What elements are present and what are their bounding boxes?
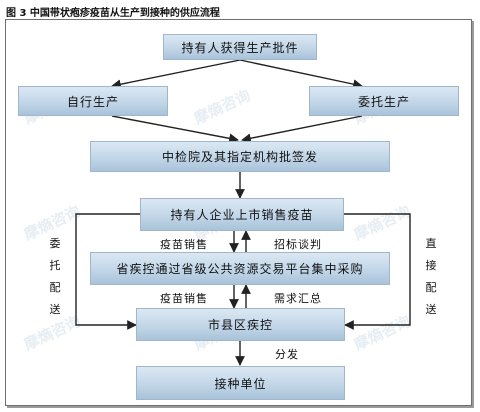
- arrow-commissioned-delivery: [75, 213, 140, 330]
- arrow-commissioned-to-inspection: [241, 115, 363, 144]
- edge-label-sales-2: 疫苗销售: [160, 292, 208, 305]
- self-production-box: 自行生产: [18, 86, 168, 116]
- county-cdc-box: 市县区疾控: [136, 308, 345, 341]
- edge-label-tender: 招标谈判: [274, 238, 322, 251]
- commissioned-production-box: 委托生产: [309, 86, 459, 116]
- arrow-direct-delivery: [344, 213, 411, 330]
- arrow-self-to-inspection: [111, 115, 239, 144]
- holder-approval-box: 持有人获得生产批件: [163, 34, 317, 60]
- edge-label-sales-1: 疫苗销售: [160, 238, 208, 251]
- arrow-holder-to-self: [111, 59, 241, 90]
- arrow-holder-to-commissioned: [239, 59, 363, 89]
- edge-label-commissioned-delivery: 委托配送: [49, 237, 61, 316]
- edge-label-distribute: 分发: [275, 348, 299, 361]
- provincial-cdc-box: 省疾控通过省级公共资源交易平台集中采购: [90, 252, 390, 285]
- edge-label-direct-delivery: 直接配送: [425, 237, 437, 316]
- vaccination-unit-box: 接种单位: [136, 366, 345, 400]
- figure-caption: 图 3 中国带状疱疹疫苗从生产到接种的供应流程: [6, 8, 220, 19]
- lot-release-box: 中检院及其指定机构批签发: [90, 141, 390, 172]
- edge-label-demand: 需求汇总: [274, 292, 322, 305]
- holder-sales-box: 持有人企业上市销售疫苗: [140, 198, 344, 231]
